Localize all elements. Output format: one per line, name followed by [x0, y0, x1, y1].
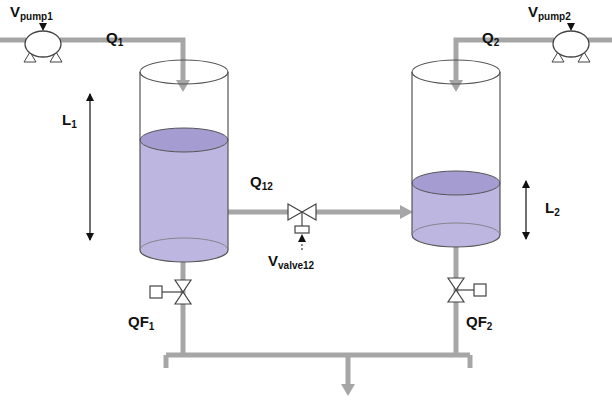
flow-label: Q2 [482, 30, 499, 48]
flow-label: Q1 [106, 30, 123, 48]
tank-2 [412, 60, 500, 247]
control-signal: Vpump2 [528, 4, 571, 22]
pump-1 [24, 31, 62, 62]
pipes [0, 40, 612, 385]
valves [150, 204, 486, 304]
flow-label: QF2 [466, 314, 492, 332]
pump-2 [552, 31, 590, 62]
tank-1 [140, 60, 228, 262]
control-signal: Vpump1 [10, 4, 53, 22]
level-label: L1 [62, 112, 77, 130]
control-signal: Vvalve12 [268, 253, 314, 271]
signal-arrows [43, 23, 571, 250]
flow-label: Q12 [250, 174, 273, 192]
level-label: L2 [545, 200, 560, 218]
level-arrows [90, 94, 526, 240]
flow-label: QF1 [128, 314, 154, 332]
